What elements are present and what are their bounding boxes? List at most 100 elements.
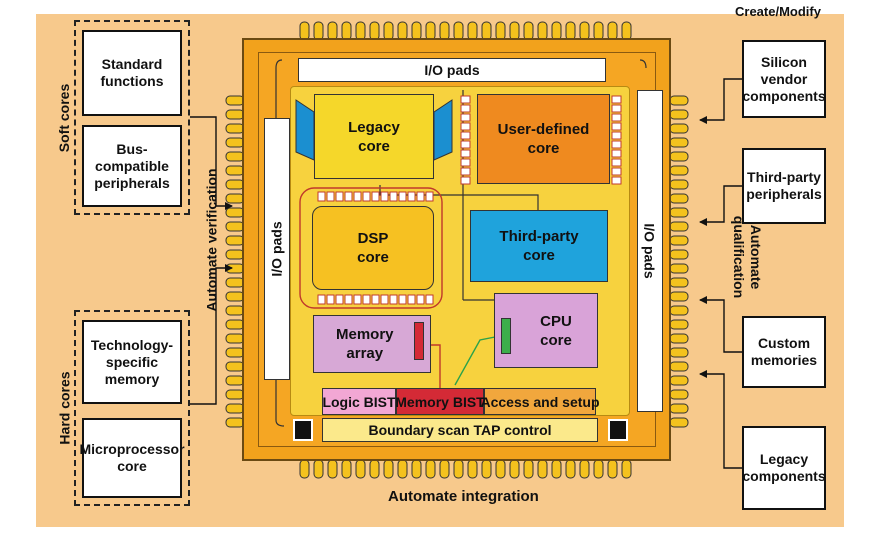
dsp-pad-top: [398, 191, 407, 202]
dsp-pad-bottom: [371, 294, 380, 305]
dsp-core-label: DSP core: [357, 230, 389, 266]
dsp-pad-top: [353, 191, 362, 202]
technology-specific-memory-label: Technology- specific memory: [90, 336, 174, 387]
io-pads-right: I/O pads: [637, 90, 663, 412]
user-core-pad-left: [460, 167, 471, 176]
user-core-pad-right: [611, 95, 622, 104]
bus-compatible-peripherals-label: Bus- compatible peripherals: [94, 140, 170, 191]
dsp-pad-bottom: [362, 294, 371, 305]
legacy-components-box: Legacy components: [742, 426, 826, 510]
silicon-vendor-components-label: Silicon vendor components: [742, 53, 826, 104]
user-core-pad-left: [460, 149, 471, 158]
cpu-core-port: [501, 318, 511, 354]
user-core-pad-left: [460, 176, 471, 185]
standard-functions-box: Standard functions: [82, 30, 182, 116]
dsp-pad-bottom: [380, 294, 389, 305]
tap-block-right: [608, 419, 628, 441]
third-party-core-label: Third-party core: [499, 228, 579, 264]
dsp-pad-top: [326, 191, 335, 202]
user-core-pad-left: [460, 95, 471, 104]
io-pads-left: I/O pads: [264, 118, 290, 380]
legacy-core-label: Legacy core: [348, 118, 400, 155]
automate-integration-label: Automate integration: [388, 488, 539, 505]
user-core-pad-right: [611, 158, 622, 167]
dsp-pad-top: [416, 191, 425, 202]
dsp-pad-top: [344, 191, 353, 202]
technology-specific-memory-box: Technology- specific memory: [82, 320, 182, 404]
soft-cores-group: [74, 20, 190, 215]
access-and-setup: Access and setup: [480, 388, 600, 415]
standard-functions-label: Standard functions: [100, 56, 164, 89]
access-and-setup-label: Access and setup: [480, 393, 600, 410]
cpu-core: CPU core: [494, 293, 598, 368]
third-party-core: Third-party core: [470, 210, 608, 282]
memory-bist-label: Memory BIST: [395, 393, 485, 410]
dsp-pad-top: [335, 191, 344, 202]
dsp-pad-top: [425, 191, 434, 202]
user-core-pad-right: [611, 122, 622, 131]
dsp-pad-bottom: [344, 294, 353, 305]
dsp-pad-bottom: [425, 294, 434, 305]
user-core-pad-right: [611, 140, 622, 149]
header-text: Create/Modify: [735, 4, 821, 19]
io-pads-top-label: I/O pads: [424, 62, 480, 78]
microprocessor-core-box: Microprocessor core: [79, 418, 185, 498]
third-party-peripherals-label: Third-party peripherals: [746, 169, 822, 202]
user-core-pad-right: [611, 104, 622, 113]
logic-bist: Logic BIST: [322, 388, 396, 415]
dsp-pad-top: [380, 191, 389, 202]
dsp-core: DSP core: [312, 206, 434, 290]
dsp-pad-bottom: [317, 294, 326, 305]
hard-cores-group: [74, 310, 190, 506]
dsp-pad-bottom: [389, 294, 398, 305]
user-core-pad-left: [460, 140, 471, 149]
user-defined-core-label: User-defined core: [497, 121, 590, 157]
memory-array-port: [414, 322, 424, 360]
boundary-scan-tap-control: Boundary scan TAP control: [322, 418, 598, 442]
user-core-pad-right: [611, 131, 622, 140]
boundary-scan-label: Boundary scan TAP control: [368, 422, 552, 438]
user-core-pad-right: [611, 113, 622, 122]
dsp-pad-bottom: [353, 294, 362, 305]
silicon-vendor-components-box: Silicon vendor components: [742, 40, 826, 118]
cpu-core-label: CPU core: [540, 312, 572, 349]
custom-memories-box: Custom memories: [742, 316, 826, 388]
legacy-core: Legacy core: [314, 94, 434, 179]
user-core-pad-left: [460, 104, 471, 113]
microprocessor-core-label: Microprocessor core: [79, 441, 185, 474]
user-core-pad-left: [460, 131, 471, 140]
memory-array: Memory array: [313, 315, 431, 373]
user-core-pad-left: [460, 122, 471, 131]
custom-memories-label: Custom memories: [750, 335, 818, 368]
dsp-pad-bottom: [326, 294, 335, 305]
user-core-pad-left: [460, 113, 471, 122]
tap-block-left: [293, 419, 313, 441]
user-core-pad-right: [611, 176, 622, 185]
user-core-pad-right: [611, 149, 622, 158]
dsp-pad-top: [362, 191, 371, 202]
user-core-pad-left: [460, 158, 471, 167]
user-core-pad-right: [611, 167, 622, 176]
dsp-pad-top: [407, 191, 416, 202]
memory-bist: Memory BIST: [395, 388, 485, 415]
logic-bist-label: Logic BIST: [322, 393, 396, 410]
memory-array-label: Memory array: [336, 326, 394, 362]
dsp-pad-bottom: [407, 294, 416, 305]
io-pads-top: I/O pads: [298, 58, 606, 82]
dsp-pad-bottom: [398, 294, 407, 305]
bus-compatible-peripherals-box: Bus- compatible peripherals: [82, 125, 182, 207]
dsp-pad-top: [317, 191, 326, 202]
user-defined-core: User-defined core: [477, 94, 610, 184]
dsp-outline: [299, 187, 443, 309]
third-party-peripherals-box: Third-party peripherals: [742, 148, 826, 224]
dsp-pad-bottom: [335, 294, 344, 305]
legacy-components-label: Legacy components: [742, 451, 826, 484]
dsp-pad-bottom: [416, 294, 425, 305]
dsp-pad-top: [389, 191, 398, 202]
dsp-pad-top: [371, 191, 380, 202]
